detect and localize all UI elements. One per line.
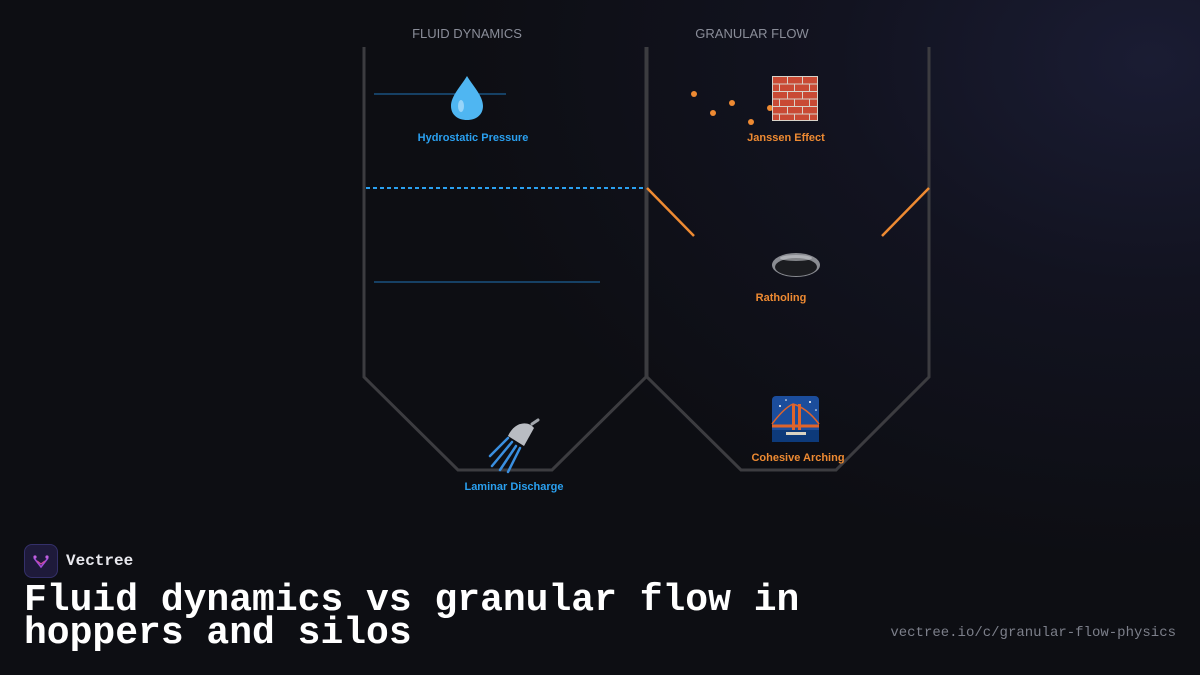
brick-icon bbox=[772, 76, 818, 121]
vectree-logo-icon bbox=[24, 544, 58, 578]
fluid-hopper-outline bbox=[362, 47, 648, 472]
grain-particle bbox=[710, 110, 716, 116]
droplet-icon bbox=[451, 76, 483, 120]
ratholing-label: Ratholing bbox=[756, 292, 807, 304]
fluid-dynamics-heading: FLUID DYNAMICS bbox=[412, 26, 522, 41]
granular-flow-heading: GRANULAR FLOW bbox=[695, 26, 809, 41]
wall-friction-line-left bbox=[646, 187, 695, 237]
source-url: vectree.io/c/granular-flow-physics bbox=[890, 625, 1176, 641]
brand-name: Vectree bbox=[66, 552, 134, 570]
grain-particle bbox=[767, 105, 773, 111]
janssen-effect-label: Janssen Effect bbox=[747, 132, 825, 144]
brand: Vectree bbox=[24, 544, 133, 578]
hole-icon bbox=[772, 253, 820, 277]
granular-hopper-outline bbox=[645, 47, 931, 472]
cohesive-arching-label: Cohesive Arching bbox=[751, 452, 844, 464]
shower-icon bbox=[488, 418, 540, 474]
page-title: Fluid dynamics vs granular flow in hoppe… bbox=[24, 579, 800, 655]
bridge-icon bbox=[771, 396, 820, 442]
grain-particle bbox=[748, 119, 754, 125]
laminar-discharge-label: Laminar Discharge bbox=[464, 481, 563, 493]
hydrostatic-pressure-label: Hydrostatic Pressure bbox=[418, 132, 529, 144]
grain-particle bbox=[691, 91, 697, 97]
wall-friction-line-right bbox=[881, 187, 930, 237]
grain-particle bbox=[729, 100, 735, 106]
